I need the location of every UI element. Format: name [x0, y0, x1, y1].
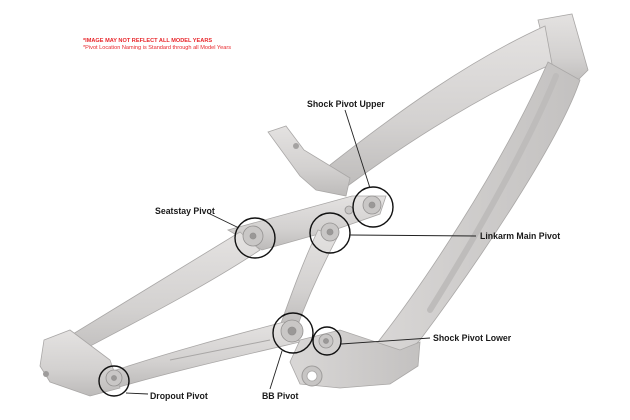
label-linkarm-main-pivot: Linkarm Main Pivot: [480, 231, 561, 242]
callout-dropout-pivot: [98, 365, 130, 397]
callout-shock-pivot-lower: [312, 326, 342, 356]
callout-linkarm-main-pivot: [309, 212, 351, 254]
disclaimer-pivot-naming: *Pivot Location Naming is Standard throu…: [83, 45, 232, 51]
disclaimer-model-years: *IMAGE MAY NOT REFLECT ALL MODEL YEARS: [83, 38, 213, 44]
linkarm-tube: [279, 229, 339, 331]
pivot-hardware: [105, 195, 382, 387]
label-seatstay-pivot: Seatstay Pivot: [155, 206, 215, 217]
callout-shock-pivot-upper: [352, 186, 394, 228]
down-tube: [369, 61, 581, 361]
label-bb-pivot: BB Pivot: [262, 391, 299, 402]
callout-seatstay-pivot: [234, 217, 276, 259]
pivot-callouts: [98, 186, 394, 397]
seat-tube: [267, 125, 351, 197]
leader-lines: [125, 109, 477, 395]
label-shock-pivot-upper: Shock Pivot Upper: [307, 99, 385, 110]
label-dropout-pivot: Dropout Pivot: [150, 391, 208, 402]
label-shock-pivot-lower: Shock Pivot Lower: [433, 333, 512, 344]
callout-bb-pivot: [272, 312, 314, 354]
dropout: [39, 329, 121, 397]
chainstay: [109, 321, 301, 389]
